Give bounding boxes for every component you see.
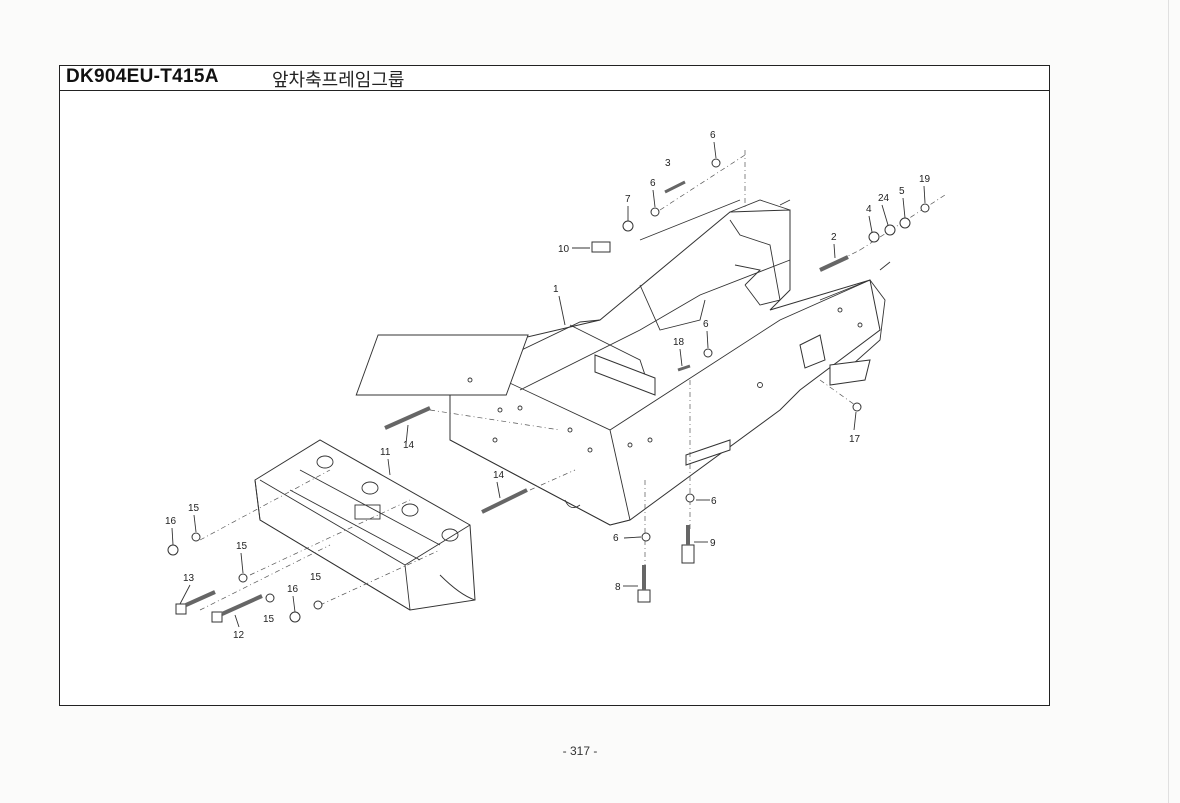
callout: 6 <box>613 533 619 544</box>
front-bracket <box>254 439 476 611</box>
group-title: 앞차축프레임그룹 <box>272 70 405 91</box>
callout: 1 <box>553 284 559 295</box>
bolt-14-lower <box>481 488 528 514</box>
callout: 3 <box>665 158 671 169</box>
callout: 6 <box>711 496 717 507</box>
nut-16-b <box>289 611 301 623</box>
washer-6-e <box>641 532 651 542</box>
nut-17 <box>852 402 862 412</box>
callout: 5 <box>899 186 905 197</box>
model-code: DK904EU-T415A <box>66 66 219 87</box>
washer-6-a <box>711 158 721 168</box>
bolt-18 <box>677 364 691 372</box>
callout: 14 <box>493 470 505 481</box>
front-axle-frame <box>355 199 891 526</box>
bolt-13 <box>175 590 216 615</box>
washer-15-c <box>265 593 275 603</box>
washer-5 <box>899 217 911 229</box>
title-bar: DK904EU-T415A 앞차축프레임그룹 <box>60 66 1049 91</box>
washer-15-d <box>313 600 323 610</box>
washer-6-c <box>703 348 713 358</box>
washer-6-d <box>685 493 695 503</box>
nut-19 <box>920 203 930 213</box>
leader-lines <box>171 141 926 628</box>
callout: 16 <box>287 584 299 595</box>
page-number: - 317 - <box>562 744 598 758</box>
callout: 15 <box>310 572 322 583</box>
callout: 17 <box>849 434 861 445</box>
callout: 19 <box>919 174 931 185</box>
pad-10 <box>591 241 611 253</box>
callout: 2 <box>831 232 837 243</box>
callout: 11 <box>380 447 391 458</box>
fasteners <box>167 158 930 623</box>
bolt-3 <box>664 180 686 194</box>
callout: 6 <box>710 130 716 141</box>
callout: 6 <box>650 178 656 189</box>
washer-6-b <box>650 207 660 217</box>
nut-16-a <box>167 544 179 556</box>
callout: 12 <box>233 630 245 641</box>
callout: 24 <box>878 193 890 204</box>
stud-2 <box>819 255 849 272</box>
assembly-lines <box>199 150 946 611</box>
bolt-8 <box>637 565 651 603</box>
callout: 13 <box>183 573 195 584</box>
bolt-9 <box>681 525 695 564</box>
washer-15-a <box>191 532 201 542</box>
washer-15-b <box>238 573 248 583</box>
page-edge-line <box>1168 0 1169 803</box>
bolt-12 <box>211 594 263 623</box>
callout-labels: 1 2 3 4 5 6 6 6 6 6 7 8 9 10 11 12 13 14… <box>165 130 931 641</box>
callout: 15 <box>263 614 275 625</box>
callout: 18 <box>673 337 685 348</box>
callout: 4 <box>866 204 872 215</box>
callout: 10 <box>558 244 570 255</box>
callout: 14 <box>403 440 415 451</box>
nut-7 <box>622 220 634 232</box>
callout: 7 <box>625 194 631 205</box>
callout: 6 <box>703 319 709 330</box>
bolt-14-upper <box>384 406 431 430</box>
callout: 15 <box>188 503 200 514</box>
callout: 9 <box>710 538 716 549</box>
callout: 16 <box>165 516 177 527</box>
callout: 15 <box>236 541 248 552</box>
callout: 8 <box>615 582 621 593</box>
washer-4 <box>868 231 880 243</box>
washer-24 <box>884 224 896 236</box>
